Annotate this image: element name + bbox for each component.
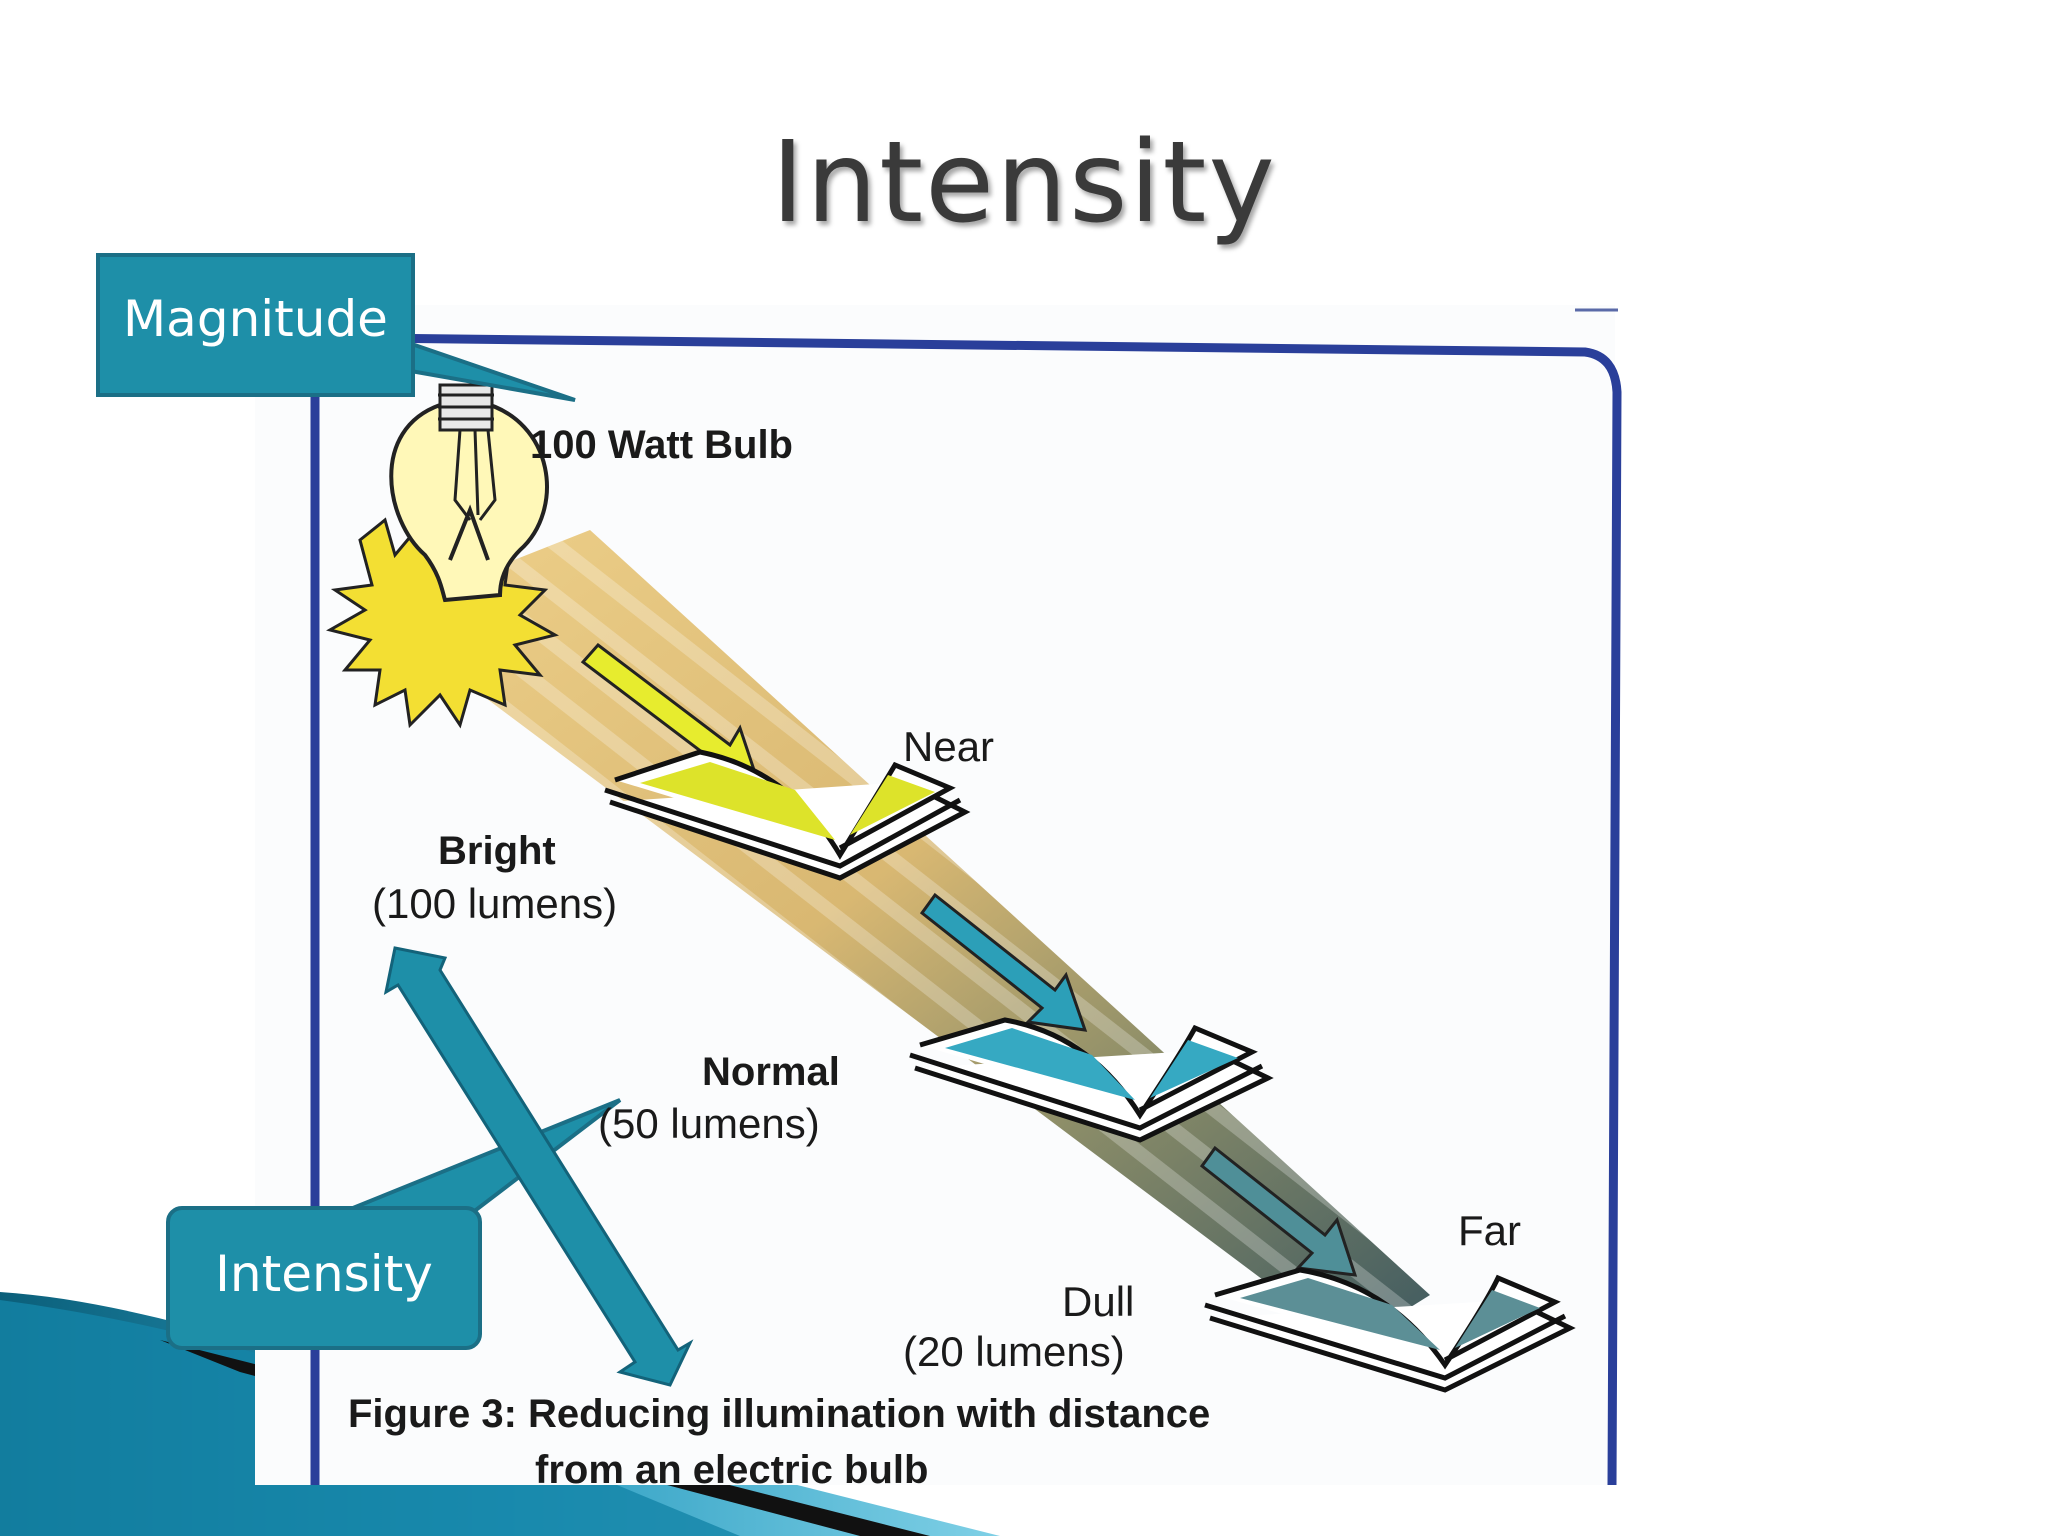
bulb-label: 100 Watt Bulb [530,423,793,467]
bright-label: Bright [438,829,556,873]
magnitude-callout-label: Magnitude [123,290,388,348]
light-bulb-icon [326,383,559,729]
magnitude-callout-box [96,253,415,397]
figure-caption-line2: from an electric bulb [535,1448,929,1492]
slide-title: Intensity [771,118,1277,248]
book-normal-icon [909,1017,1274,1143]
far-label: Far [1458,1207,1521,1254]
beam-arrow-far [1199,1145,1358,1277]
book-far-icon [1204,1267,1576,1393]
near-label: Near [903,723,995,770]
dull-label: Dull [1062,1278,1135,1325]
bright-value: (100 lumens) [372,880,618,927]
normal-value: (50 lumens) [598,1100,820,1147]
light-beam [375,530,1430,1345]
distance-double-arrow [383,946,694,1387]
intensity-callout-box [166,1206,482,1350]
book-near-icon [604,749,971,881]
figure-caption-line1: Figure 3: Reducing illumination with dis… [348,1392,1211,1436]
beam-arrow-normal [919,892,1088,1032]
normal-label: Normal [702,1050,840,1094]
dull-value: (20 lumens) [903,1328,1125,1375]
intensity-callout-label: Intensity [215,1245,433,1303]
